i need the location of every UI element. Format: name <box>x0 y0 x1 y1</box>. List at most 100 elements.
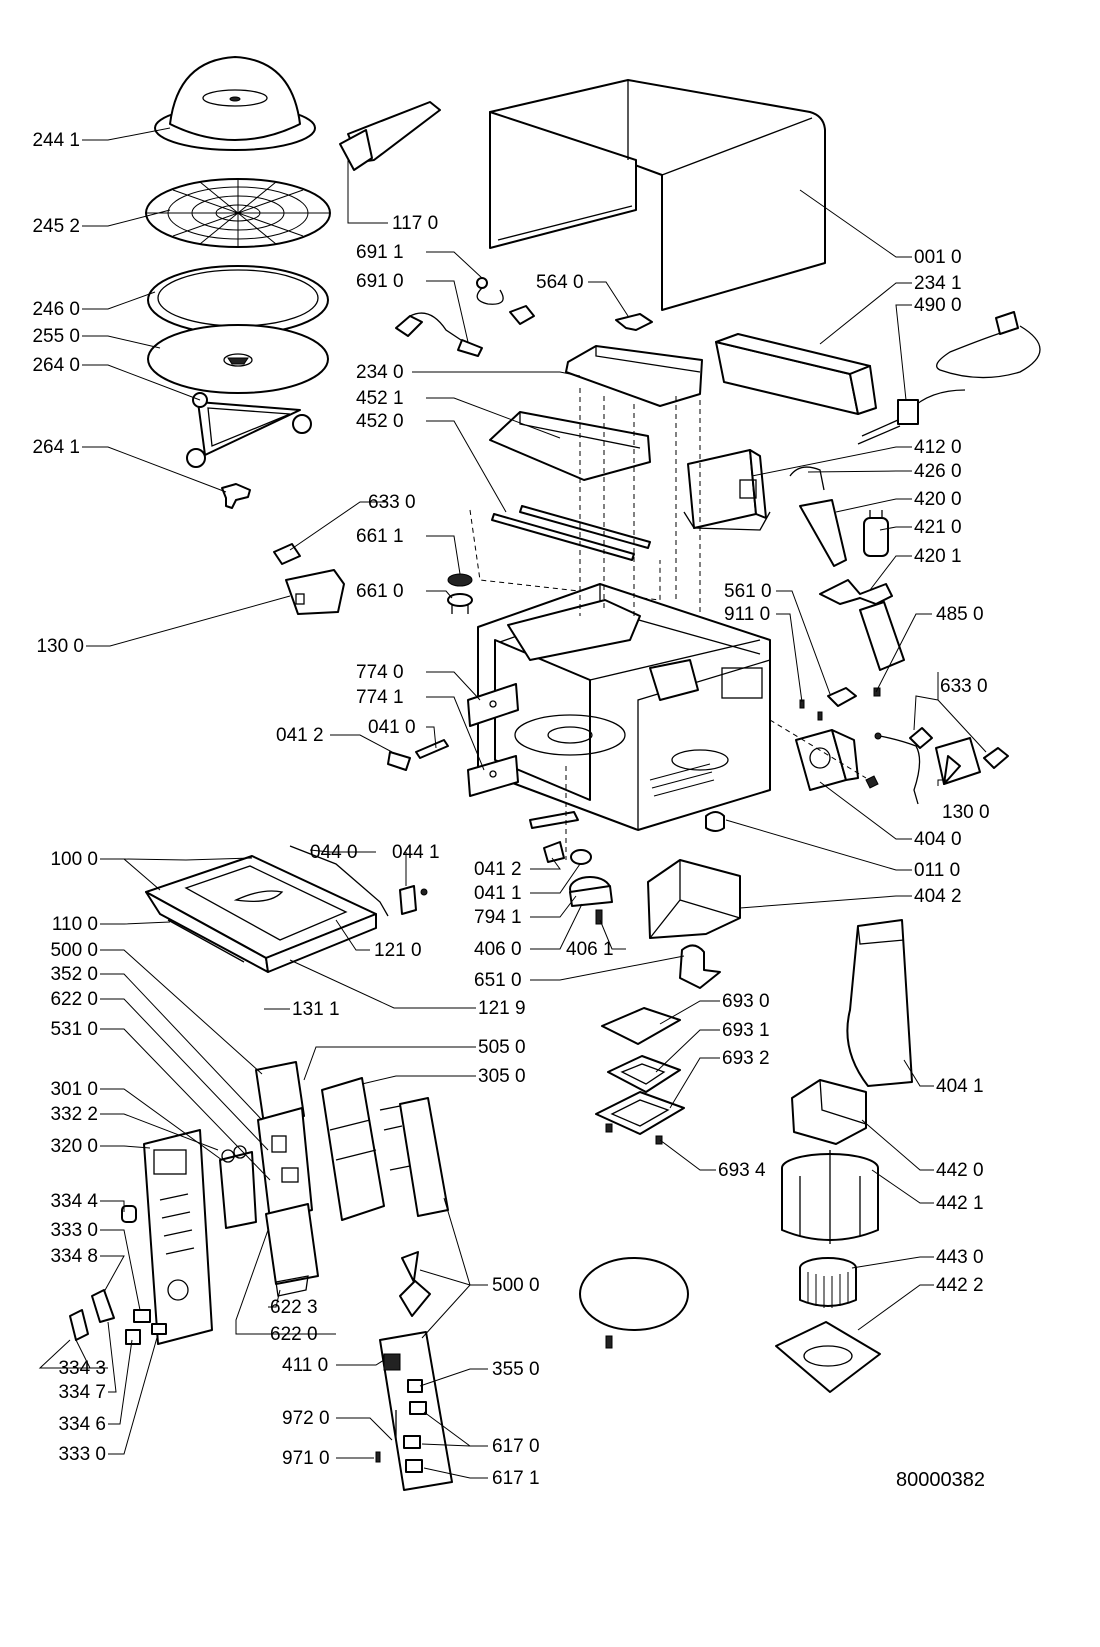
label-0110: 011 0 <box>914 860 960 881</box>
label-4200: 420 0 <box>914 489 962 510</box>
label-9710: 971 0 <box>282 1448 330 1469</box>
label-1000: 100 0 <box>50 849 98 870</box>
label-4110: 411 0 <box>282 1355 328 1376</box>
part-magnetron <box>795 729 879 791</box>
label-2641: 264 1 <box>32 437 80 458</box>
label-3346: 334 6 <box>58 1414 106 1435</box>
label-2640: 264 0 <box>32 355 80 376</box>
label-0412-a: 041 2 <box>276 725 324 746</box>
part-dome-cover <box>154 56 316 151</box>
part-transformer <box>683 449 771 531</box>
part-buttons-knobs <box>69 1205 167 1345</box>
part-oval-gasket <box>579 1257 689 1349</box>
part-thermal-sensors <box>395 277 535 357</box>
part-board-holder <box>321 1077 385 1221</box>
part-mounting-bracket <box>565 345 703 407</box>
part-power-board <box>379 1097 449 1217</box>
label-2340: 234 0 <box>356 362 404 383</box>
label-1300-right: 130 0 <box>942 802 990 823</box>
label-6170: 617 0 <box>492 1436 540 1457</box>
label-4421: 442 1 <box>936 1193 984 1214</box>
label-4850: 485 0 <box>936 604 984 625</box>
part-control-board <box>255 1061 313 1221</box>
label-6610: 661 0 <box>356 581 404 602</box>
callout-labels: 244 1 245 2 246 0 255 0 264 0 264 1 130 … <box>32 130 106 1465</box>
label-6911: 691 1 <box>356 242 404 263</box>
label-3550: 355 0 <box>492 1359 540 1380</box>
part-grill-rack <box>145 178 331 248</box>
label-4260: 426 0 <box>914 461 962 482</box>
label-7741: 774 1 <box>356 687 404 708</box>
label-5000-a: 500 0 <box>50 940 98 961</box>
label-3520: 352 0 <box>50 964 98 985</box>
part-main-pcb <box>375 1331 453 1491</box>
part-door-hinge-rod <box>289 845 428 917</box>
label-2441: 244 1 <box>32 130 80 151</box>
label-4900: 490 0 <box>914 295 962 316</box>
part-hinge-pins <box>387 739 449 771</box>
label-6510: 651 0 <box>474 970 522 991</box>
label-0410: 041 0 <box>368 717 416 738</box>
part-power-cord <box>857 311 1041 445</box>
part-turntable-coupler <box>221 483 251 509</box>
part-capacitor-assembly <box>789 466 889 567</box>
label-6934: 693 4 <box>718 1160 766 1181</box>
part-door-switch-left <box>273 543 345 615</box>
label-6220-b: 622 0 <box>270 1324 318 1345</box>
label-0412-b: 041 2 <box>474 859 522 880</box>
label-4520: 452 0 <box>356 411 404 432</box>
part-interlock-plates <box>467 683 519 797</box>
label-4120: 412 0 <box>914 437 962 458</box>
part-cooling-fan-assembly <box>775 1079 881 1393</box>
label-7740: 774 0 <box>356 662 404 683</box>
label-2452: 245 2 <box>32 216 80 237</box>
label-4420: 442 0 <box>936 1160 984 1181</box>
label-2460: 246 0 <box>32 299 80 320</box>
callout-labels-middle: 117 0 691 1 691 0 564 0 234 0 452 1 452 … <box>270 213 772 1489</box>
label-6223: 622 3 <box>270 1297 318 1318</box>
label-4210: 421 0 <box>914 517 962 538</box>
label-9110: 911 0 <box>724 604 770 625</box>
part-air-channel <box>846 919 913 1087</box>
label-6611: 661 1 <box>356 526 404 547</box>
part-door <box>145 855 377 973</box>
label-2341: 234 1 <box>914 273 962 294</box>
label-1219: 121 9 <box>478 998 526 1019</box>
part-air-duct <box>647 859 741 939</box>
label-1170: 117 0 <box>392 213 438 234</box>
label-2550: 255 0 <box>32 326 80 347</box>
label-4042: 404 2 <box>914 886 962 907</box>
label-0411: 041 1 <box>474 883 522 904</box>
part-crisp-plate <box>147 265 329 335</box>
label-6171: 617 1 <box>492 1468 540 1489</box>
label-0441: 044 1 <box>392 842 440 863</box>
label-1311: 131 1 <box>292 999 340 1020</box>
label-5000-b: 500 0 <box>492 1275 540 1296</box>
part-foot <box>705 811 725 832</box>
part-capacitor-bracket <box>819 579 905 697</box>
label-4041: 404 1 <box>936 1076 984 1097</box>
label-5050: 505 0 <box>478 1037 526 1058</box>
label-3010: 301 0 <box>50 1079 98 1100</box>
label-6910: 691 0 <box>356 271 404 292</box>
label-3050: 305 0 <box>478 1066 526 1087</box>
label-4430: 443 0 <box>936 1247 984 1268</box>
label-3343: 334 3 <box>58 1358 106 1379</box>
label-5640: 564 0 <box>536 272 584 293</box>
part-turntable-plate <box>147 324 329 394</box>
part-keypad-cover <box>219 1145 257 1229</box>
label-3322: 332 2 <box>50 1104 98 1125</box>
label-7941: 794 1 <box>474 907 522 928</box>
part-handle <box>339 101 441 171</box>
part-mica-cover-set <box>595 1007 685 1145</box>
label-1100: 110 0 <box>52 914 98 935</box>
label-9720: 972 0 <box>282 1408 330 1429</box>
label-4422: 442 2 <box>936 1275 984 1296</box>
label-3330-a: 333 0 <box>50 1220 98 1241</box>
part-rotate-arrow <box>399 1251 431 1317</box>
label-3344: 334 4 <box>50 1191 98 1212</box>
label-3330-b: 333 0 <box>58 1444 106 1465</box>
label-6220-a: 622 0 <box>50 989 98 1010</box>
label-6931: 693 1 <box>722 1020 770 1041</box>
